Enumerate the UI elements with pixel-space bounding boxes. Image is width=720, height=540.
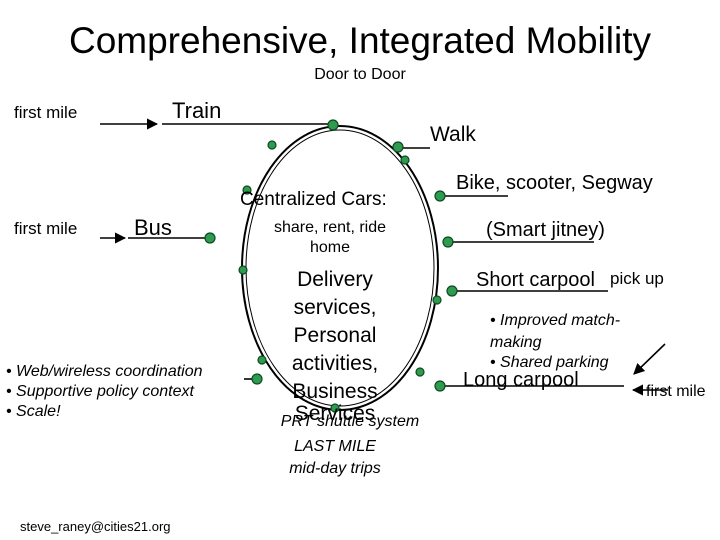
improved-matchmaking-block: • Improved match- making • Shared parkin… bbox=[490, 312, 620, 374]
node-centralized-cars bbox=[434, 190, 446, 202]
label-first-mile-right: first mile bbox=[646, 383, 706, 400]
label-long-carpool: Long carpool bbox=[463, 369, 579, 391]
node-loop-ul bbox=[242, 185, 252, 195]
label-walk: Walk bbox=[430, 123, 476, 146]
node-train bbox=[327, 119, 339, 131]
node-loop-l bbox=[238, 265, 248, 275]
node-bus bbox=[204, 232, 216, 244]
bullet-list: • Web/wireless coordination • Supportive… bbox=[6, 364, 203, 424]
improved-line: • Improved match- bbox=[490, 312, 621, 329]
delivery-line: Personal bbox=[293, 324, 377, 347]
node-loop-tl bbox=[267, 140, 277, 150]
node-loop-br bbox=[415, 367, 425, 377]
improved-line: • Shared parking bbox=[490, 354, 609, 371]
label-short-carpool: Short carpool bbox=[476, 269, 595, 291]
node-loop-bottom bbox=[330, 403, 340, 413]
label-first-mile-top: first mile bbox=[14, 103, 78, 122]
delivery-line: Services bbox=[294, 402, 376, 425]
bullet-item: • Web/wireless coordination bbox=[6, 363, 203, 380]
slide-subtitle: Door to Door bbox=[314, 66, 406, 83]
delivery-line: activities, bbox=[291, 352, 379, 375]
email-link[interactable]: steve_raney@cities21.org bbox=[20, 519, 171, 534]
label-prt-shuttle: PRT shuttle system bbox=[280, 413, 420, 430]
delivery-line: Business bbox=[292, 380, 378, 403]
node-loop-bl bbox=[257, 355, 267, 365]
bullet-item: • Supportive policy context bbox=[6, 383, 194, 400]
node-long-carpool bbox=[434, 380, 446, 392]
node-jitney bbox=[442, 236, 454, 248]
label-share-rent-ride: share, rent, ride bbox=[273, 219, 387, 236]
label-smart-jitney: (Smart jitney) bbox=[486, 219, 605, 241]
node-walk bbox=[392, 141, 404, 153]
delivery-services-block: Delivery services, Personal activities, … bbox=[260, 268, 410, 428]
label-bus: Bus bbox=[134, 215, 172, 240]
delivery-line: services, bbox=[293, 296, 377, 319]
slide-title: Comprehensive, Integrated Mobility bbox=[68, 20, 651, 61]
node-short-carpool bbox=[446, 285, 458, 297]
arrow-shared-parking bbox=[633, 343, 666, 375]
label-pick-up: pick up bbox=[610, 269, 664, 288]
node-bullets bbox=[251, 373, 263, 385]
improved-line: making bbox=[490, 334, 542, 351]
label-mid-day-trips: mid-day trips bbox=[289, 460, 381, 477]
label-last-mile: LAST MILE bbox=[294, 438, 376, 455]
node-loop-tr bbox=[400, 155, 410, 165]
label-first-mile-mid: first mile bbox=[14, 219, 78, 238]
bullet-item: • Scale! bbox=[6, 403, 61, 420]
label-centralized-cars: Centralized Cars: bbox=[240, 189, 387, 210]
delivery-line: Delivery bbox=[297, 268, 373, 291]
label-train: Train bbox=[172, 98, 222, 123]
label-bike-scooter-segway: Bike, scooter, Segway bbox=[456, 172, 653, 194]
node-loop-r bbox=[432, 295, 442, 305]
label-home: home bbox=[309, 239, 351, 256]
